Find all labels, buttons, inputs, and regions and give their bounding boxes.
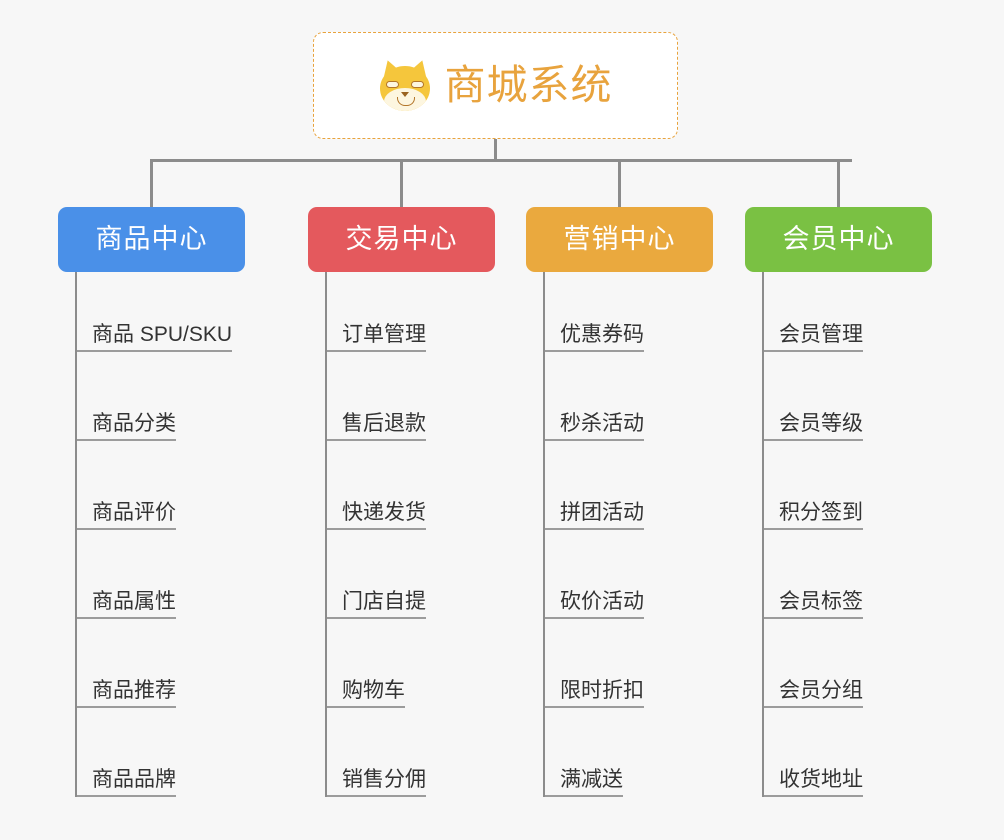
leaf-item[interactable]: 拼团活动 [545, 482, 644, 530]
leaf-item-label: 优惠券码 [560, 322, 644, 346]
leaf-item-label: 快递发货 [342, 500, 426, 524]
leaf-item[interactable]: 满减送 [545, 749, 623, 797]
category-box-3[interactable]: 营销中心 [526, 207, 713, 272]
leaf-item[interactable]: 会员等级 [764, 393, 863, 441]
leaf-item-label: 会员等级 [779, 411, 863, 435]
leaf-item-label: 收货地址 [779, 767, 863, 791]
leaf-item[interactable]: 门店自提 [327, 571, 426, 619]
column-spine [75, 272, 77, 797]
leaf-item[interactable]: 订单管理 [327, 304, 426, 352]
leaf-item-label: 会员标签 [779, 589, 863, 613]
leaf-item[interactable]: 商品 SPU/SKU [77, 304, 233, 352]
leaf-item-label: 购物车 [342, 678, 405, 702]
leaf-item-label: 门店自提 [342, 589, 426, 613]
column-spine [762, 272, 764, 797]
leaf-item[interactable]: 收货地址 [764, 749, 863, 797]
leaf-item-label: 商品分类 [92, 411, 176, 435]
leaf-item-label: 销售分佣 [342, 767, 426, 791]
leaf-item[interactable]: 商品品牌 [77, 749, 176, 797]
leaf-item[interactable]: 积分签到 [764, 482, 863, 530]
leaf-item[interactable]: 秒杀活动 [545, 393, 644, 441]
leaf-item-label: 满减送 [560, 767, 623, 791]
column-spine [543, 272, 545, 797]
leaf-item-label: 商品评价 [92, 500, 176, 524]
leaf-item[interactable]: 商品分类 [77, 393, 176, 441]
leaf-item-label: 限时折扣 [560, 678, 644, 702]
leaf-item-label: 售后退款 [342, 411, 426, 435]
category-label: 交易中心 [345, 224, 458, 254]
connector-drop-4 [837, 159, 840, 208]
leaf-item-label: 积分签到 [779, 500, 863, 524]
leaf-item-label: 拼团活动 [560, 500, 644, 524]
leaf-item[interactable]: 商品属性 [77, 571, 176, 619]
leaf-item-label: 商品品牌 [92, 767, 176, 791]
shiba-dog-icon [378, 57, 431, 112]
leaf-item[interactable]: 会员管理 [764, 304, 863, 352]
leaf-item[interactable]: 购物车 [327, 660, 405, 708]
connector-drop-1 [150, 159, 153, 208]
column-spine [325, 272, 327, 797]
root-node-商城系统[interactable]: 商城系统 [313, 32, 678, 139]
leaf-item-label: 会员分组 [779, 678, 863, 702]
leaf-item[interactable]: 会员分组 [764, 660, 863, 708]
leaf-item-label: 商品推荐 [92, 678, 176, 702]
leaf-item-label: 商品 SPU/SKU [92, 322, 233, 346]
leaf-item-label: 订单管理 [342, 322, 426, 346]
connector-drop-2 [400, 159, 403, 208]
leaf-item-label: 砍价活动 [560, 589, 644, 613]
connector-drop-3 [618, 159, 621, 208]
leaf-item[interactable]: 砍价活动 [545, 571, 644, 619]
leaf-item[interactable]: 会员标签 [764, 571, 863, 619]
leaf-item[interactable]: 优惠券码 [545, 304, 644, 352]
root-title: 商城系统 [444, 62, 613, 108]
leaf-item[interactable]: 快递发货 [327, 482, 426, 530]
leaf-item-label: 商品属性 [92, 589, 176, 613]
category-box-4[interactable]: 会员中心 [745, 207, 932, 272]
leaf-item[interactable]: 商品评价 [77, 482, 176, 530]
leaf-item[interactable]: 限时折扣 [545, 660, 644, 708]
category-label: 商品中心 [95, 224, 208, 254]
category-label: 营销中心 [563, 224, 676, 254]
category-box-1[interactable]: 商品中心 [58, 207, 245, 272]
category-label: 会员中心 [782, 224, 895, 254]
leaf-item[interactable]: 销售分佣 [327, 749, 426, 797]
connector-root-stem [494, 139, 497, 162]
category-box-2[interactable]: 交易中心 [308, 207, 495, 272]
leaf-item[interactable]: 售后退款 [327, 393, 426, 441]
leaf-item-label: 秒杀活动 [560, 411, 644, 435]
leaf-item-label: 会员管理 [779, 322, 863, 346]
leaf-item[interactable]: 商品推荐 [77, 660, 176, 708]
connector-horizontal-bus [150, 159, 852, 162]
